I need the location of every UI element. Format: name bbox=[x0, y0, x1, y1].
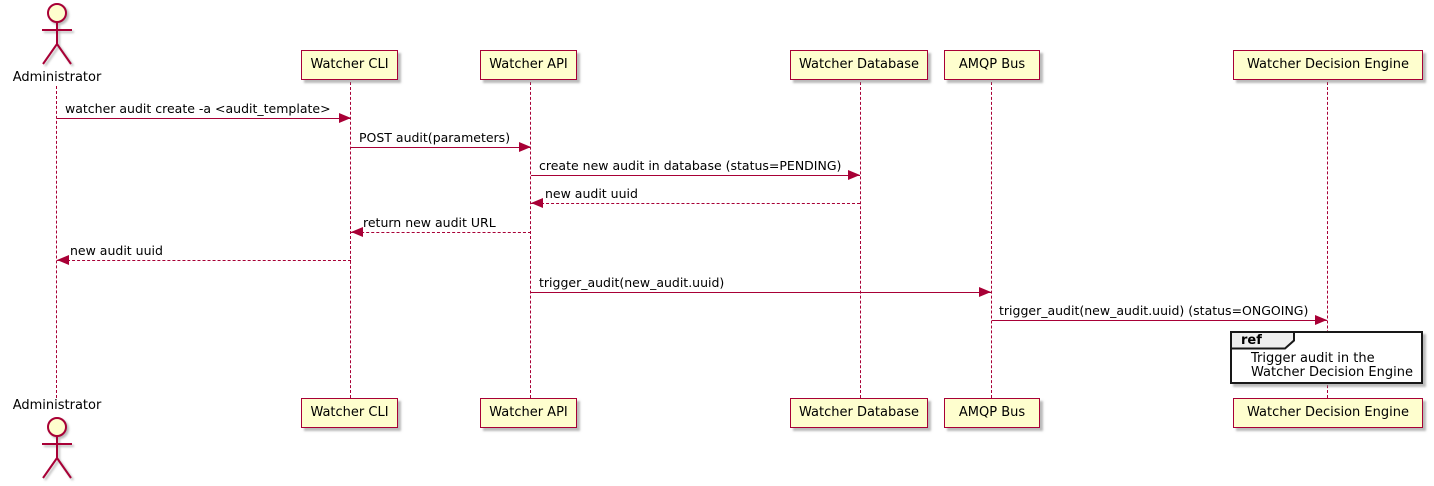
message-line-1 bbox=[57, 118, 351, 119]
participant-watcher-decision-engine-bottom: Watcher Decision Engine bbox=[1233, 398, 1423, 428]
ref-header-shape bbox=[1230, 331, 1295, 350]
message-label-7: trigger_audit(new_audit.uuid) bbox=[539, 275, 725, 290]
arrowhead-icon bbox=[848, 170, 860, 180]
ref-fragment: ref Trigger audit in the Watcher Decisio… bbox=[1230, 331, 1423, 384]
message-line-6 bbox=[57, 260, 351, 261]
participant-watcher-cli-bottom: Watcher CLI bbox=[301, 398, 398, 428]
message-label-1: watcher audit create -a <audit_template> bbox=[65, 101, 331, 116]
lifeline-watcher-decision-engine bbox=[1327, 82, 1328, 398]
lifeline-watcher-api bbox=[530, 82, 531, 398]
message-line-8 bbox=[992, 320, 1327, 321]
arrowhead-icon bbox=[339, 113, 351, 123]
ref-text-line-1: Trigger audit in the bbox=[1251, 351, 1375, 366]
lifeline-administrator bbox=[56, 86, 57, 398]
lifeline-watcher-database bbox=[860, 82, 861, 398]
message-label-6: new audit uuid bbox=[70, 243, 163, 258]
participant-watcher-cli-top: Watcher CLI bbox=[301, 50, 398, 80]
participant-watcher-decision-engine-top: Watcher Decision Engine bbox=[1233, 50, 1423, 80]
message-label-5: return new audit URL bbox=[363, 215, 496, 230]
participant-watcher-api-bottom: Watcher API bbox=[480, 398, 577, 428]
participant-watcher-database-top: Watcher Database bbox=[790, 50, 928, 80]
lifeline-amqp-bus bbox=[991, 82, 992, 398]
arrowhead-icon bbox=[351, 227, 363, 237]
arrowhead-icon bbox=[57, 255, 69, 265]
actor-label-bottom: Administrator bbox=[12, 398, 102, 413]
ref-keyword: ref bbox=[1241, 333, 1262, 348]
message-label-3: create new audit in database (status=PEN… bbox=[539, 158, 842, 173]
message-label-2: POST audit(parameters) bbox=[359, 130, 511, 145]
actor-icon bbox=[42, 417, 72, 479]
message-label-4: new audit uuid bbox=[545, 186, 638, 201]
message-line-2 bbox=[351, 147, 531, 148]
message-line-3 bbox=[531, 175, 860, 176]
message-line-4 bbox=[531, 203, 860, 204]
participant-watcher-database-bottom: Watcher Database bbox=[790, 398, 928, 428]
message-line-7 bbox=[531, 292, 991, 293]
arrowhead-icon bbox=[519, 142, 531, 152]
arrowhead-icon bbox=[979, 287, 991, 297]
actor-icon bbox=[42, 3, 72, 65]
arrowhead-icon bbox=[1315, 315, 1327, 325]
participant-amqp-bus-top: AMQP Bus bbox=[944, 50, 1040, 80]
lifeline-watcher-cli bbox=[350, 82, 351, 398]
participant-amqp-bus-bottom: AMQP Bus bbox=[944, 398, 1040, 428]
ref-text-line-2: Watcher Decision Engine bbox=[1251, 365, 1413, 380]
actor-label-top: Administrator bbox=[12, 70, 102, 85]
message-line-5 bbox=[351, 232, 531, 233]
participant-watcher-api-top: Watcher API bbox=[480, 50, 577, 80]
message-label-8: trigger_audit(new_audit.uuid) (status=ON… bbox=[999, 303, 1309, 318]
arrowhead-icon bbox=[531, 198, 543, 208]
